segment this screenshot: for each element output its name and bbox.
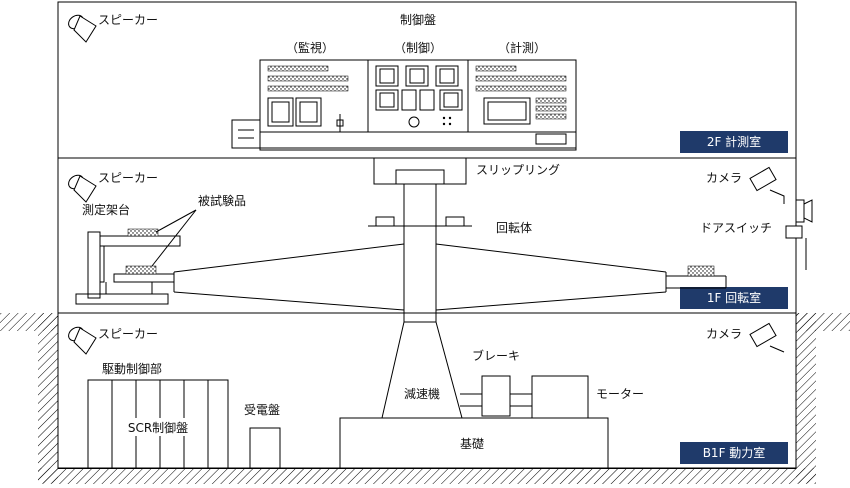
control-label: （制御） — [394, 40, 442, 55]
speaker-label-1f: スピーカー — [98, 171, 158, 185]
speaker-label-b1f: スピーカー — [98, 327, 158, 341]
floor-badge-1f: 1F 回転室 — [680, 287, 788, 309]
scr-label-bg — [118, 418, 200, 436]
slip-ring-label: スリップリング — [476, 163, 560, 177]
floor-badge-b1f: B1F 動力室 — [680, 442, 788, 464]
measure-section — [475, 65, 567, 145]
control-panel — [231, 59, 577, 151]
scr-panel-label: SCR制御盤 — [128, 420, 188, 435]
speaker-icon-2f — [68, 14, 97, 43]
speed-reducer — [381, 321, 463, 419]
svg-text:1F 回転室: 1F 回転室 — [707, 290, 761, 305]
svg-text:2F 計測室: 2F 計測室 — [707, 134, 761, 149]
floor-badge-2f: 2F 計測室 — [680, 131, 788, 153]
control-section — [375, 65, 463, 128]
camera-label-b1f: カメラ — [706, 327, 742, 341]
camera-icon-1f — [749, 166, 785, 204]
receiving-panel-label: 受電盤 — [244, 403, 280, 417]
svg-text:B1F 動力室: B1F 動力室 — [703, 445, 766, 460]
motor-label: モーター — [596, 387, 644, 401]
rotor — [173, 216, 727, 311]
measure-stand-label: 測定架台 — [82, 202, 130, 217]
foundation — [339, 417, 609, 469]
measure-label: （計測） — [498, 40, 546, 55]
camera-label-1f: カメラ — [706, 171, 742, 185]
main-shaft — [403, 184, 437, 322]
door-switch-icon — [785, 199, 813, 270]
speaker-icon-1f — [68, 174, 97, 203]
camera-icon-b1f — [749, 322, 785, 353]
reducer-label: 減速機 — [404, 386, 440, 401]
monitor-section — [267, 65, 349, 132]
monitor-label: （監視） — [286, 40, 334, 55]
receiving-panel — [249, 427, 281, 469]
test-piece-label: 被試験品 — [198, 193, 246, 208]
foundation-label: 基礎 — [460, 437, 484, 451]
speaker-icon-b1f — [68, 326, 97, 355]
speaker-label-2f: スピーカー — [98, 13, 158, 27]
slip-ring — [373, 157, 467, 185]
door-switch-label: ドアスイッチ — [700, 221, 772, 235]
drive-control-label: 駆動制御部 — [102, 361, 162, 376]
brake-motor-assembly — [460, 375, 589, 419]
control-panel-label: 制御盤 — [400, 12, 436, 27]
measure-stand — [75, 209, 197, 305]
rotor-label: 回転体 — [496, 221, 532, 235]
brake-label: ブレーキ — [472, 348, 520, 363]
